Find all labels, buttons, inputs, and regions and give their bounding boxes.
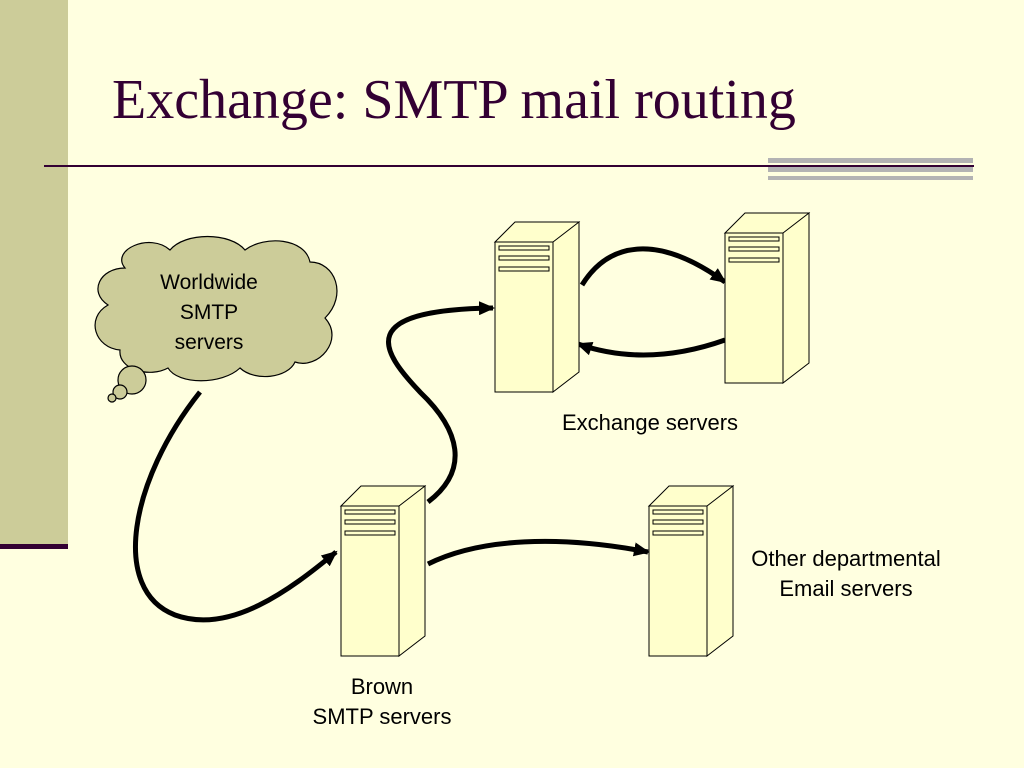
brown-servers-label-line-2: SMTP servers [312, 704, 452, 729]
brown-servers-label: Brown SMTP servers [282, 672, 482, 732]
title-divider-accent [768, 158, 973, 180]
other-servers-label: Other departmental Email servers [726, 544, 966, 604]
arrow-exchange1-to-exchange2 [579, 246, 727, 287]
exchange-server-2-icon [724, 212, 810, 384]
left-decorative-band [0, 0, 68, 547]
other-servers-label-line-1: Other departmental [751, 546, 941, 571]
exchange-servers-label-line-1: Exchange servers [561, 410, 739, 435]
other-departmental-server-icon [648, 485, 734, 657]
exchange-server-1-icon [494, 221, 580, 393]
brown-smtp-server-icon [340, 485, 426, 657]
brown-servers-label-line-1: Brown [350, 674, 414, 699]
arrow-cloud-to-brown [133, 390, 338, 623]
arrow-exchange2-to-exchange1 [576, 337, 726, 358]
cloud-label-line-1: Worldwide [160, 271, 258, 294]
arrow-brown-to-exchange [386, 301, 495, 504]
cloud-label-line-3: servers [174, 331, 244, 354]
title-divider [44, 165, 974, 167]
exchange-servers-label: Exchange servers [520, 408, 780, 438]
cloud-label: Worldwide SMTP servers [120, 268, 298, 358]
thought-cloud-icon [94, 235, 338, 403]
left-band-accent [0, 544, 68, 549]
other-servers-label-line-2: Email servers [779, 576, 913, 601]
cloud-label-line-2: SMTP [179, 301, 239, 324]
slide-title: Exchange: SMTP mail routing [112, 69, 796, 131]
arrow-brown-to-other [426, 538, 650, 567]
